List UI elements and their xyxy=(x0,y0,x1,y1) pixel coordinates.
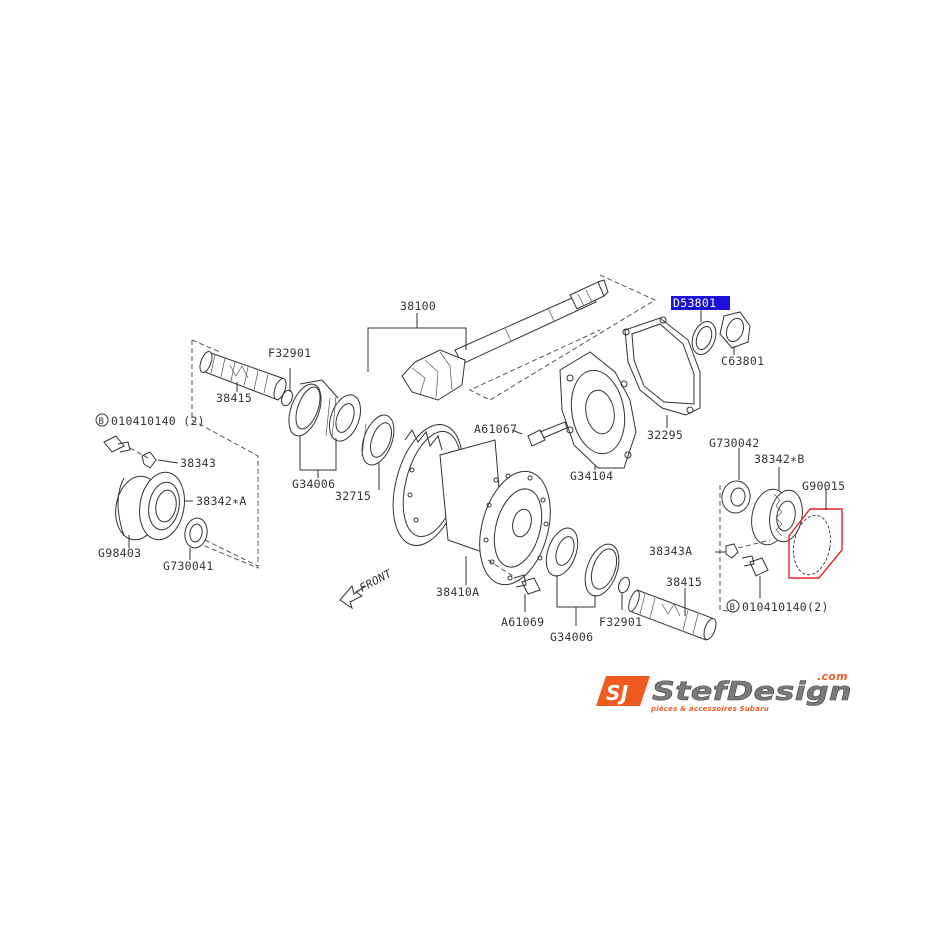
label-F32901-left[interactable]: F32901 xyxy=(268,346,311,360)
label-38410A[interactable]: 38410A xyxy=(436,585,479,599)
highlight-box xyxy=(671,296,730,310)
logo-domain: .com xyxy=(817,670,848,683)
label-D53801-text: D53801 xyxy=(673,296,716,310)
logo-tagline: pièces & accessoires Subaru xyxy=(650,705,769,713)
label-D53801-selected[interactable]: D53801 xyxy=(671,296,730,310)
part-38100-drive-pinion-shaft[interactable] xyxy=(401,279,609,401)
front-arrow-icon xyxy=(339,584,367,610)
part-38415-left-axle-shaft[interactable] xyxy=(198,350,289,401)
label-010410140-right[interactable]: B 010410140(2) xyxy=(726,599,829,614)
label-38343A[interactable]: 38343A xyxy=(649,544,692,558)
part-A61069-plug-bolt[interactable] xyxy=(513,574,541,595)
label-G34104[interactable]: G34104 xyxy=(570,469,613,483)
selection-box-G90015 xyxy=(788,508,843,579)
label-G34006-right[interactable]: G34006 xyxy=(550,630,593,644)
logo-mark-icon xyxy=(596,676,650,706)
part-G34006-right-bearing[interactable] xyxy=(540,524,625,601)
label-G34006-left[interactable]: G34006 xyxy=(292,477,335,491)
label-G98403[interactable]: G98403 xyxy=(98,546,141,560)
part-38342A-side-retainer[interactable] xyxy=(111,469,190,544)
part-G730042-oil-seal[interactable] xyxy=(719,479,752,515)
logo-brand: StefDesign xyxy=(652,677,852,707)
label-32715[interactable]: 32715 xyxy=(335,489,371,503)
part-A61067-bolt[interactable] xyxy=(527,421,568,447)
part-38343A-lock-plate[interactable] xyxy=(725,543,739,559)
label-38415-left[interactable]: 38415 xyxy=(216,391,252,405)
part-32295-shim[interactable] xyxy=(622,316,701,416)
label-010410140-right-text: 010410140(2) xyxy=(742,600,829,614)
assembly-boundary-right xyxy=(719,485,736,613)
label-G730042[interactable]: G730042 xyxy=(709,436,760,450)
part-010410140-right-bolt[interactable] xyxy=(741,555,769,577)
label-38100[interactable]: 38100 xyxy=(400,299,436,313)
part-38342B-side-retainer[interactable] xyxy=(747,486,806,547)
assembly-boundary-top xyxy=(468,274,656,401)
label-G730041[interactable]: G730041 xyxy=(163,559,214,573)
label-C63801[interactable]: C63801 xyxy=(721,354,764,368)
label-38343[interactable]: 38343 xyxy=(180,456,216,470)
part-38415-right-axle-shaft[interactable] xyxy=(626,589,718,641)
part-G730041-oil-seal[interactable] xyxy=(183,516,210,549)
part-C63801-lock-nut[interactable] xyxy=(719,311,751,349)
label-A61067[interactable]: A61067 xyxy=(474,422,517,436)
part-F32901-right-circlip[interactable] xyxy=(617,576,632,594)
badge-B-left: B xyxy=(99,417,105,427)
part-38343-lock-plate[interactable] xyxy=(141,451,157,469)
label-38342A[interactable]: 38342∗A xyxy=(196,494,247,508)
front-label: FRONT xyxy=(357,566,395,594)
badge-B-right: B xyxy=(730,603,736,613)
stefdesign-logo[interactable]: SJ StefDesign .com pièces & accessoires … xyxy=(596,670,852,713)
part-G34104-bearing-retainer[interactable] xyxy=(559,351,637,469)
front-direction-indicator: FRONT xyxy=(339,566,395,610)
logo-mark-text: SJ xyxy=(606,681,629,705)
label-38342B[interactable]: 38342∗B xyxy=(754,452,805,466)
label-32295[interactable]: 32295 xyxy=(647,428,683,442)
label-010410140-left[interactable]: B 010410140 (2) xyxy=(95,413,205,428)
label-38415-right[interactable]: 38415 xyxy=(666,575,702,589)
part-32715-bearing[interactable] xyxy=(356,411,400,469)
part-G34006-left-bearing[interactable] xyxy=(283,379,367,446)
label-A61069[interactable]: A61069 xyxy=(501,615,544,629)
label-010410140-left-text: 010410140 (2) xyxy=(111,414,205,428)
part-G98403-o-ring[interactable] xyxy=(117,477,125,537)
label-F32901-right[interactable]: F32901 xyxy=(599,615,642,629)
assembly-boundary-left xyxy=(189,339,259,569)
part-38410A-differential-case[interactable] xyxy=(381,417,562,593)
part-G90015-o-ring[interactable] xyxy=(789,512,835,577)
part-010410140-left-bolt[interactable] xyxy=(103,435,131,453)
label-G90015[interactable]: G90015 xyxy=(802,479,845,493)
part-D53801-washer[interactable] xyxy=(688,318,720,357)
